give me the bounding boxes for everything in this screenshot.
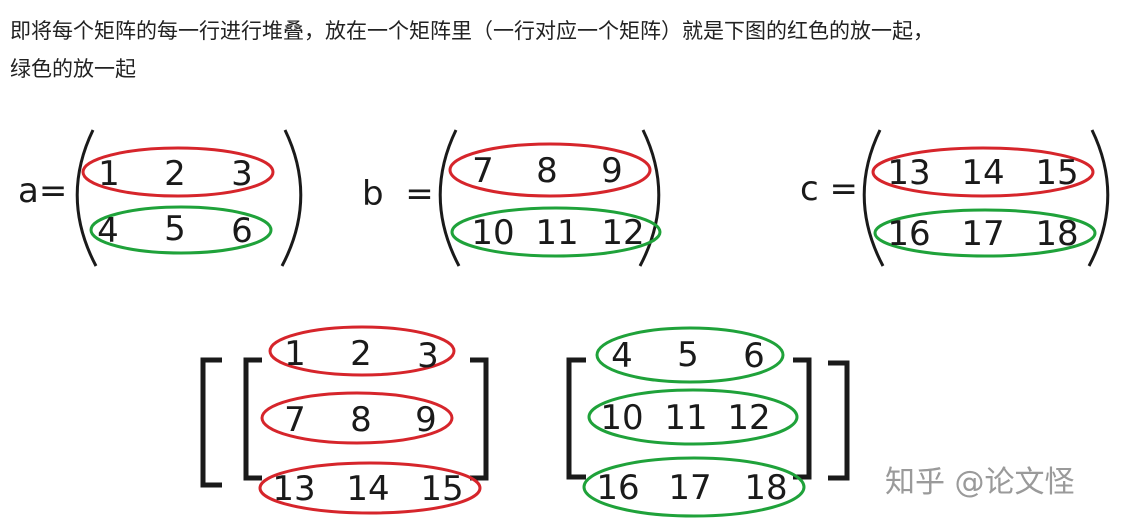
matrix-b-label: b = bbox=[362, 174, 434, 214]
stacked-green-row-2-ellipse bbox=[587, 388, 799, 446]
stacked-red-cell: 2 bbox=[350, 334, 372, 374]
matrix-c-cell: 14 bbox=[961, 153, 1004, 193]
matrix-b-cell: 7 bbox=[472, 151, 494, 191]
matrix-b-right-paren bbox=[638, 129, 661, 267]
matrix-a-row-2-green-ellipse bbox=[89, 205, 273, 255]
matrix-a-label: a= bbox=[18, 171, 67, 211]
stacked-red-cell: 7 bbox=[284, 400, 306, 440]
matrix-c-row-1-red-ellipse bbox=[871, 146, 1095, 198]
matrix-c-cell: 15 bbox=[1035, 153, 1078, 193]
matrix-a-cell: 4 bbox=[97, 211, 119, 251]
matrix-a-right-paren bbox=[280, 129, 303, 267]
stacked-green-outer-right-bracket bbox=[828, 360, 850, 481]
matrix-b-row-2-green-ellipse bbox=[450, 206, 662, 258]
stacked-red-row-1-ellipse bbox=[268, 325, 456, 377]
stacked-red-cell: 13 bbox=[272, 469, 315, 509]
matrix-c-cell: 13 bbox=[887, 153, 930, 193]
matrix-a-cell: 2 bbox=[164, 154, 186, 194]
stacked-green-cell: 4 bbox=[611, 336, 633, 376]
stacked-green-cell: 6 bbox=[743, 336, 765, 376]
stacked-red-cell: 1 bbox=[284, 334, 306, 374]
stacked-red-cell: 9 bbox=[415, 400, 437, 440]
matrix-a-cell: 5 bbox=[164, 209, 186, 249]
matrix-c-cell: 18 bbox=[1035, 214, 1078, 254]
caption: 即将每个矩阵的每一行进行堆叠，放在一个矩阵里（一行对应一个矩阵）就是下图的红色的… bbox=[10, 12, 1120, 88]
stacked-red-inner-left-bracket bbox=[243, 357, 262, 481]
stacked-red-row-2-ellipse bbox=[260, 391, 454, 445]
matrix-c-left-paren bbox=[862, 129, 885, 267]
matrix-b-cell: 8 bbox=[536, 151, 558, 191]
caption-line-2: 绿色的放一起 bbox=[10, 57, 136, 81]
watermark: 知乎 @论文怪 bbox=[885, 465, 1075, 500]
matrix-b-cell: 9 bbox=[601, 151, 623, 191]
caption-line-1: 即将每个矩阵的每一行进行堆叠，放在一个矩阵里（一行对应一个矩阵）就是下图的红色的… bbox=[10, 19, 934, 43]
stacked-green-inner-left-bracket bbox=[566, 357, 586, 480]
stacked-red-tensor: 1 2 3 7 8 9 13 14 15 bbox=[200, 325, 489, 515]
matrix-a-row-1-red-ellipse bbox=[81, 146, 275, 198]
stacked-green-cell: 12 bbox=[727, 398, 770, 438]
stacked-green-cell: 18 bbox=[744, 468, 787, 508]
stacked-red-cell: 15 bbox=[420, 469, 463, 509]
matrix-b-cell: 10 bbox=[471, 213, 514, 253]
matrix-a: a= 1 2 3 4 5 6 bbox=[18, 129, 303, 267]
matrix-c-label: c = bbox=[800, 169, 858, 209]
matrix-b-left-paren bbox=[438, 129, 461, 267]
matrix-c-right-paren bbox=[1087, 129, 1110, 267]
matrix-c-row-2-green-ellipse bbox=[873, 208, 1097, 258]
stacked-green-cell: 17 bbox=[668, 468, 711, 508]
stacked-green-row-1-ellipse bbox=[595, 326, 785, 384]
stacked-red-cell: 8 bbox=[350, 400, 372, 440]
matrix-b-row-1-red-ellipse bbox=[448, 142, 652, 198]
stacked-green-inner-right-bracket bbox=[793, 357, 812, 480]
stacked-green-row-3-ellipse bbox=[582, 456, 806, 518]
stacked-red-row-3-ellipse bbox=[258, 461, 482, 515]
matrix-c: c = 13 14 15 16 17 18 bbox=[800, 129, 1110, 267]
matrix-c-cell: 16 bbox=[887, 214, 930, 254]
stacked-green-cell: 5 bbox=[677, 335, 699, 375]
matrix-b: b = 7 8 9 10 11 12 bbox=[362, 129, 662, 267]
stacked-green-cell: 11 bbox=[664, 398, 707, 438]
stacked-green-cell: 10 bbox=[600, 398, 643, 438]
stacked-red-cell: 3 bbox=[417, 336, 439, 376]
stacked-red-outer-left-bracket bbox=[200, 357, 222, 488]
stacked-green-tensor: 4 5 6 10 11 12 16 17 18 bbox=[566, 326, 850, 518]
matrix-c-cell: 17 bbox=[961, 214, 1004, 254]
matrix-a-cell: 6 bbox=[231, 211, 253, 251]
stacked-red-inner-right-bracket bbox=[470, 357, 489, 481]
matrix-a-cell: 3 bbox=[231, 154, 253, 194]
matrix-b-cell: 12 bbox=[601, 213, 644, 253]
matrix-a-cell: 1 bbox=[98, 154, 120, 194]
matrix-a-left-paren bbox=[75, 129, 98, 267]
matrix-b-cell: 11 bbox=[535, 213, 578, 253]
stacked-green-cell: 16 bbox=[596, 468, 639, 508]
stacked-red-cell: 14 bbox=[346, 469, 389, 509]
